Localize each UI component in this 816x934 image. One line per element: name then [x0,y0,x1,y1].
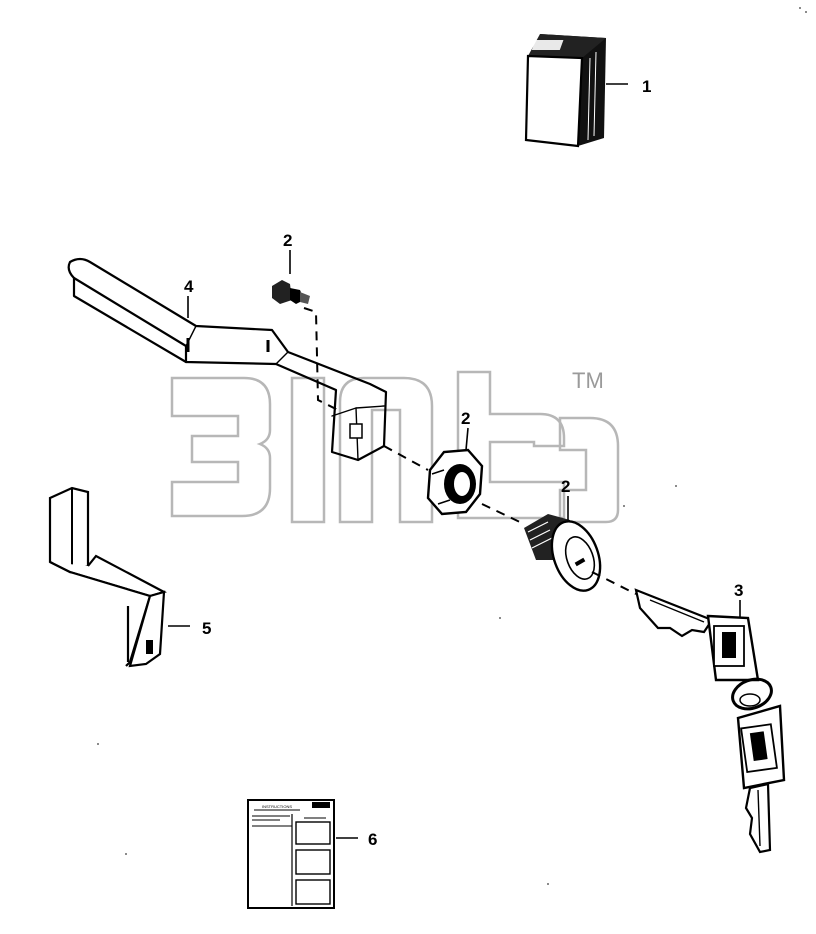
callout-2c: 2 [561,477,570,496]
callout-2a: 2 [283,231,292,250]
watermark-logo: TM [170,368,620,524]
callout-3: 3 [734,581,743,600]
callout-6: 6 [368,830,377,849]
part-1-box [524,34,606,148]
scan-specks [97,7,807,885]
assembly-line-screw [303,307,339,411]
callout-2b: 2 [461,409,470,428]
assembly-line-cylinder [481,503,525,525]
part-5-bracket [48,486,167,668]
part-3-keys [634,588,786,854]
assembly-line-key [591,571,637,595]
part-6-instruction-sheet: INSTRUCTIONS [247,799,335,909]
instruction-sheet-heading: INSTRUCTIONS [262,804,292,809]
callout-5: 5 [202,619,211,638]
part-2-screw [272,280,310,304]
assembly-line-nut [383,445,429,471]
callout-1: 1 [642,77,651,96]
part-2-nut [426,448,484,516]
trademark-text: TM [572,368,604,393]
part-4-latch-bar [67,257,388,462]
callout-4: 4 [184,277,194,296]
leader-2b [465,427,469,451]
part-2-lock-cylinder [524,514,602,592]
